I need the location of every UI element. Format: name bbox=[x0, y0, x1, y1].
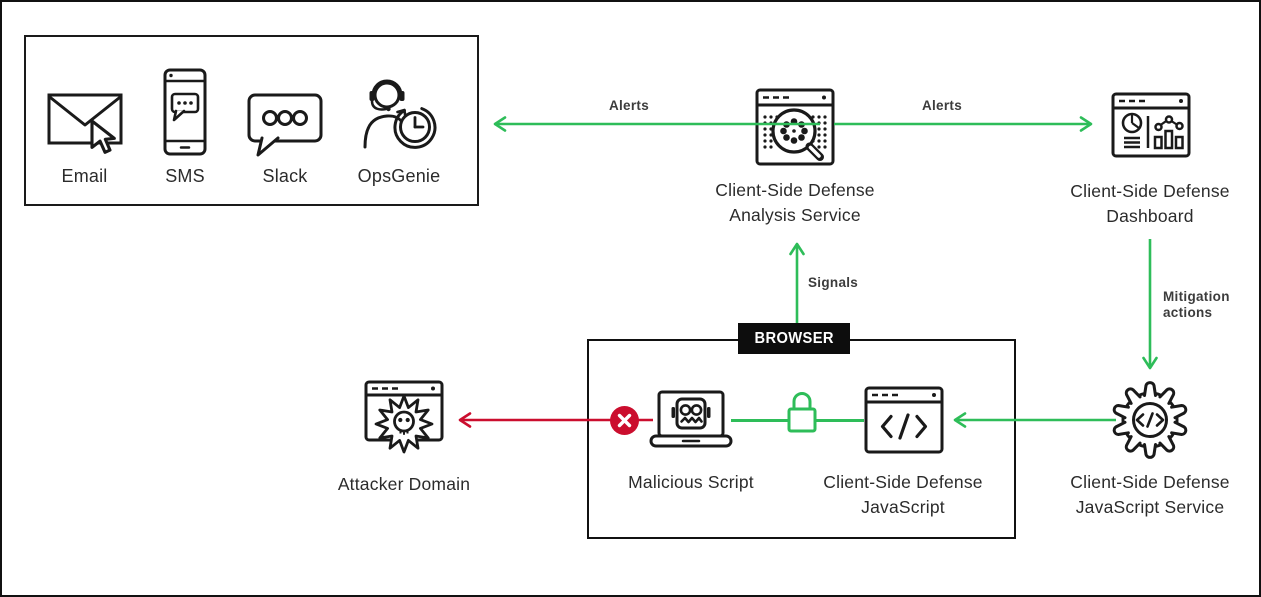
slack-icon bbox=[245, 57, 325, 157]
alerts-left-arrow bbox=[490, 114, 820, 139]
channel-email: Email bbox=[32, 57, 137, 187]
attacker-domain-label: Attacker Domain bbox=[337, 474, 471, 494]
browser-tab-label: BROWSER bbox=[754, 329, 834, 347]
dashboard-label: Client-Side Defense Dashboard bbox=[1070, 181, 1230, 226]
channel-sms-label: SMS bbox=[165, 166, 205, 186]
alerts-left-label: Alerts bbox=[608, 98, 650, 113]
code-window-icon bbox=[864, 386, 944, 459]
gear-icon bbox=[1110, 380, 1190, 465]
email-icon bbox=[43, 57, 127, 157]
opsgenie-icon bbox=[353, 57, 445, 157]
analysis-service-icon bbox=[755, 88, 835, 175]
js-service-label: Client-Side Defense JavaScript Service bbox=[1070, 472, 1230, 517]
alerts-right-arrow bbox=[834, 114, 1096, 139]
channel-opsgenie: OpsGenie bbox=[344, 57, 454, 187]
inject-arrow bbox=[950, 410, 1116, 435]
channel-email-label: Email bbox=[61, 166, 108, 186]
signals-label: Signals bbox=[808, 275, 859, 290]
attacker-domain-icon bbox=[364, 380, 444, 463]
mitigation-arrow bbox=[1140, 239, 1160, 378]
channel-opsgenie-label: OpsGenie bbox=[357, 166, 441, 186]
dashboard-icon bbox=[1111, 92, 1191, 163]
channel-slack-label: Slack bbox=[262, 166, 308, 186]
channel-slack: Slack bbox=[240, 57, 330, 187]
csd-javascript-label: Client-Side Defense JavaScript bbox=[823, 472, 983, 517]
notification-channels-box bbox=[24, 35, 479, 206]
signals-arrow bbox=[787, 239, 807, 330]
malicious-script-icon bbox=[649, 390, 733, 455]
channel-sms: SMS bbox=[150, 57, 220, 187]
block-x-icon bbox=[610, 406, 639, 435]
sms-icon bbox=[162, 57, 208, 157]
browser-tab: BROWSER bbox=[738, 323, 850, 354]
malicious-script-label: Malicious Script bbox=[628, 472, 754, 492]
analysis-service-label: Client-Side Defense Analysis Service bbox=[715, 180, 875, 225]
alerts-right-label: Alerts bbox=[921, 98, 963, 113]
mitigation-label: Mitigation actions bbox=[1163, 289, 1230, 320]
lock-icon bbox=[782, 389, 822, 442]
